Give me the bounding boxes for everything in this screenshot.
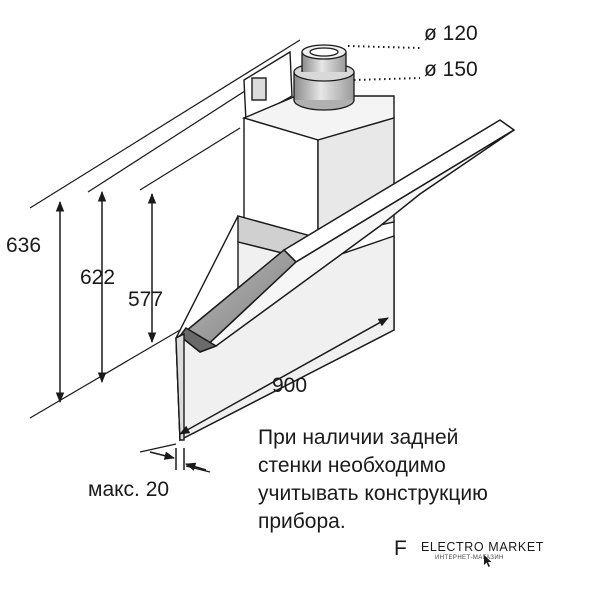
label-duct-outer: ø 150 (424, 58, 478, 81)
watermark-tagline: ИНТЕРНЕТ-МАГАЗИН (435, 555, 504, 561)
dimension-wall-gap (149, 448, 207, 471)
label-width: 900 (272, 374, 307, 397)
cursor-icon (484, 555, 492, 567)
label-height-mid: 622 (80, 266, 115, 289)
label-wall-gap: макс. 20 (88, 478, 169, 501)
wall-bracket (243, 50, 293, 124)
chimney (241, 95, 395, 243)
note-line: При наличии задней (258, 426, 459, 449)
diameter-leaders (347, 45, 421, 81)
label-duct-inner: ø 120 (424, 22, 478, 45)
dimension-900 (179, 317, 389, 435)
label-height-total: 636 (6, 234, 41, 257)
hood-front-panel (175, 332, 185, 441)
figure-letter: F (394, 537, 407, 560)
watermark-name: ELECTRO MARKET (421, 540, 544, 554)
note-line: прибора. (258, 510, 346, 533)
label-height-min: 577 (128, 288, 163, 311)
exhaust-duct (293, 44, 355, 111)
note-line: стенки необходимо (258, 454, 446, 477)
installation-note: При наличии задней стенки необходимо учи… (258, 424, 578, 536)
watermark-logo: ELECTRO MARKET ИНТЕРНЕТ-МАГАЗИН (421, 534, 559, 567)
note-line: учитывать конструкцию (258, 482, 488, 505)
